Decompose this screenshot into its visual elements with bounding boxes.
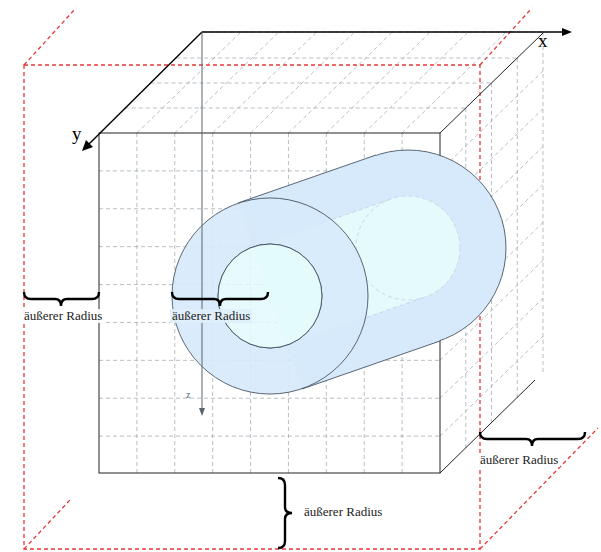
tube [172, 150, 506, 394]
outer-box [24, 8, 598, 549]
dimension-label: äußerer Radius [170, 309, 252, 323]
dimension-label: äußerer Radius [478, 453, 560, 467]
axis-label: x [536, 31, 550, 52]
cube-edges [99, 33, 543, 473]
dimension-label: äußerer Radius [302, 505, 384, 519]
grid-line [125, 108, 466, 109]
dimension-braces [24, 292, 585, 548]
grid-line [175, 33, 278, 133]
grid-lines [99, 32, 543, 473]
grid-line [136, 133, 137, 473]
grid-line [176, 58, 517, 59]
grid-line [99, 398, 440, 399]
axes [82, 28, 572, 416]
grid-line [517, 58, 518, 398]
grid-line [543, 32, 544, 372]
dimension-label: äußerer Radius [22, 309, 104, 323]
axis-label: y [70, 124, 84, 145]
axis-label: z [184, 389, 192, 400]
grid-line [99, 436, 440, 437]
